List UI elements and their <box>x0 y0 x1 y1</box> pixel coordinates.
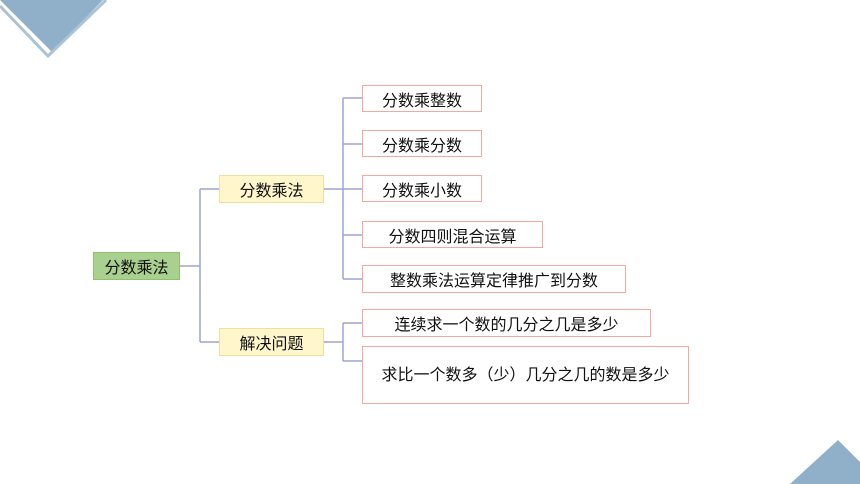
branch-node-problem-solving: 解决问题 <box>219 328 324 356</box>
leaf-fraction-times-decimal: 分数乘小数 <box>362 175 482 202</box>
corner-triangle-top-left <box>0 0 103 52</box>
root-node: 分数乘法 <box>93 252 180 280</box>
leaf-fraction-times-integer: 分数乘整数 <box>362 85 482 112</box>
connector-lines <box>180 97 362 362</box>
leaf-consecutive-fraction-of-number: 连续求一个数的几分之几是多少 <box>362 309 651 337</box>
leaf-mixed-operations: 分数四则混合运算 <box>362 221 543 248</box>
leaf-fraction-times-fraction: 分数乘分数 <box>362 130 482 157</box>
leaf-more-less-fraction-of-number: 求比一个数多（少）几分之几的数是多少 <box>362 346 689 404</box>
corner-triangle-bottom-right <box>790 440 860 484</box>
corner-stripe-top-left <box>0 0 108 59</box>
leaf-integer-laws-extended: 整数乘法运算定律推广到分数 <box>362 265 626 293</box>
branch-node-multiplication: 分数乘法 <box>219 175 324 203</box>
